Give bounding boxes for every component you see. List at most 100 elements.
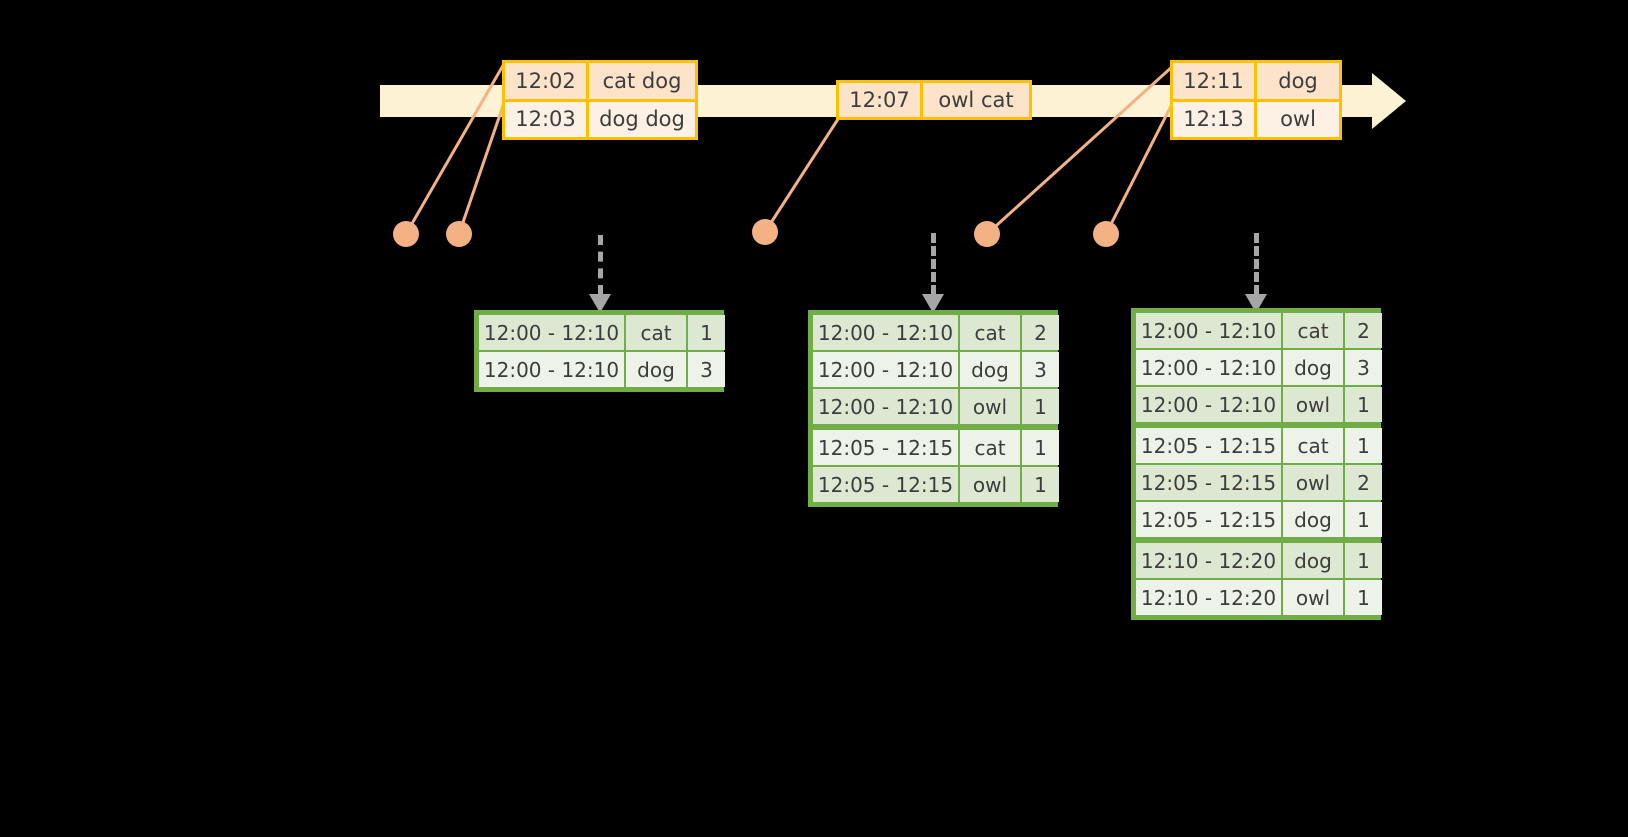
arrow-head-icon (922, 294, 944, 313)
cell-count: 1 (1022, 389, 1059, 424)
event-row: 12:11 dog (1173, 63, 1339, 99)
table-group-divider (812, 425, 1054, 429)
cell-window: 12:05 - 12:15 (1136, 502, 1281, 537)
table-group-divider (1135, 538, 1377, 542)
cell-key: dog (1283, 543, 1343, 578)
cell-count: 1 (1345, 502, 1382, 537)
cell-window: 12:05 - 12:15 (813, 430, 958, 465)
arrow-shaft (598, 235, 603, 295)
connector-4-dot-icon (974, 221, 1000, 247)
event-row: 12:07 owl cat (839, 83, 1029, 117)
cell-key: owl (1283, 387, 1343, 422)
cell-window: 12:00 - 12:10 (813, 315, 958, 350)
dash-arrow-3 (1245, 233, 1267, 313)
cell-count: 3 (1345, 350, 1382, 385)
event-box-2[interactable]: 12:07 owl cat (836, 80, 1032, 120)
cell-key: dog (1283, 350, 1343, 385)
event-box-3[interactable]: 12:11 dog 12:13 owl (1170, 60, 1342, 140)
arrow-shaft (931, 233, 936, 295)
cell-count: 2 (1345, 465, 1382, 500)
timeline-arrow-head (1372, 73, 1406, 129)
cell-count: 1 (688, 315, 725, 350)
cell-window: 12:10 - 12:20 (1136, 580, 1281, 615)
cell-key: owl (960, 467, 1020, 502)
cell-window: 12:00 - 12:10 (479, 352, 624, 387)
cell-key: owl (1283, 465, 1343, 500)
connector-2-dot-icon (446, 221, 472, 247)
connector-5-line (1104, 101, 1175, 235)
cell-window: 12:00 - 12:10 (813, 352, 958, 387)
event-words: dog dog (599, 107, 685, 132)
cell-count: 1 (1022, 430, 1059, 465)
cell-window: 12:00 - 12:10 (1136, 313, 1281, 348)
cell-count: 1 (1345, 387, 1382, 422)
cell-key: dog (1283, 502, 1343, 537)
event-words: owl cat (938, 88, 1014, 112)
dash-arrow-1 (589, 235, 611, 313)
cell-count: 1 (1345, 428, 1382, 463)
cell-key: cat (960, 315, 1020, 350)
cell-window: 12:00 - 12:10 (813, 389, 958, 424)
cell-count: 1 (1345, 580, 1382, 615)
cell-key: owl (960, 389, 1020, 424)
event-time: 12:13 (1173, 101, 1257, 137)
event-time: 12:03 (505, 101, 589, 137)
connector-2-line (457, 99, 507, 235)
cell-window: 12:05 - 12:15 (813, 467, 958, 502)
cell-key: owl (1283, 580, 1343, 615)
event-words: dog (1278, 68, 1318, 93)
cell-window: 12:00 - 12:10 (479, 315, 624, 350)
cell-window: 12:00 - 12:10 (1136, 387, 1281, 422)
connector-3-dot-icon (752, 219, 778, 245)
event-words: owl (1280, 107, 1316, 132)
cell-window: 12:05 - 12:15 (1136, 465, 1281, 500)
arrow-head-icon (589, 294, 611, 313)
cell-key: cat (1283, 428, 1343, 463)
cell-count: 2 (1022, 315, 1059, 350)
cell-window: 12:10 - 12:20 (1136, 543, 1281, 578)
cell-count: 1 (1022, 467, 1059, 502)
event-time: 12:11 (1173, 63, 1257, 99)
event-row: 12:03 dog dog (505, 98, 695, 137)
event-row: 12:13 owl (1173, 98, 1339, 137)
cell-key: dog (960, 352, 1020, 387)
event-row: 12:02 cat dog (505, 63, 695, 99)
dash-arrow-2 (922, 233, 944, 313)
cell-key: dog (626, 352, 686, 387)
cell-key: cat (1283, 313, 1343, 348)
arrow-shaft (1254, 233, 1259, 295)
cell-count: 1 (1345, 543, 1382, 578)
event-box-1[interactable]: 12:02 cat dog 12:03 dog dog (502, 60, 698, 140)
cell-key: cat (960, 430, 1020, 465)
event-time: 12:02 (505, 63, 589, 99)
connector-1-dot-icon (393, 221, 419, 247)
cell-key: cat (626, 315, 686, 350)
cell-count: 3 (1022, 352, 1059, 387)
event-words: cat dog (602, 68, 682, 93)
event-time: 12:07 (839, 83, 923, 117)
table-group-divider (1135, 423, 1377, 427)
cell-count: 3 (688, 352, 725, 387)
cell-window: 12:05 - 12:15 (1136, 428, 1281, 463)
cell-count: 2 (1345, 313, 1382, 348)
cell-window: 12:00 - 12:10 (1136, 350, 1281, 385)
